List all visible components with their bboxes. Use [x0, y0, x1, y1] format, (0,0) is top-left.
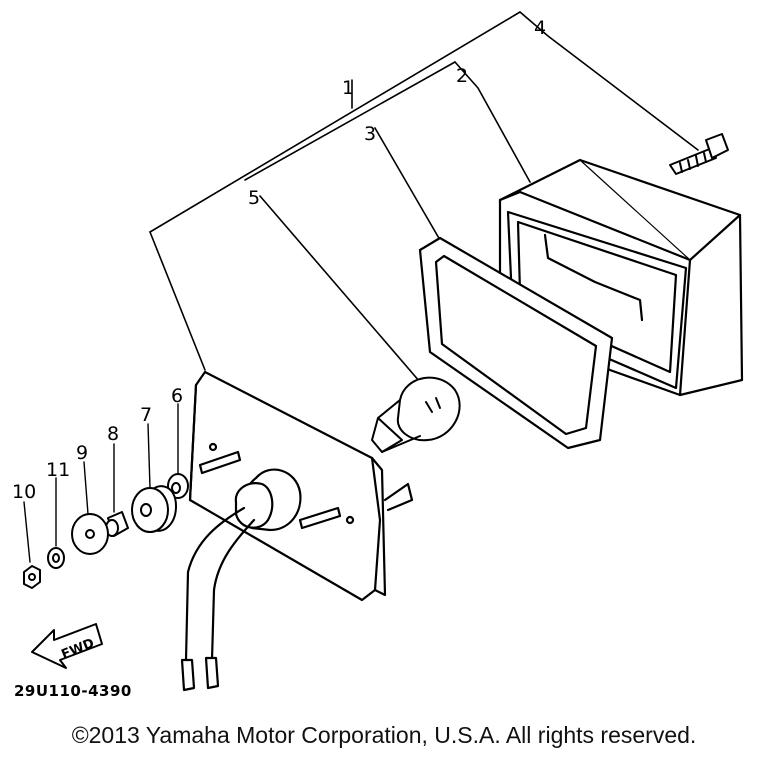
base-plate	[180, 370, 414, 692]
copyright-notice: ©2013 Yamaha Motor Corporation, U.S.A. A…	[71, 722, 697, 748]
diagram-part-code: 29U110-4390	[14, 682, 132, 700]
callout-2: 2	[456, 65, 468, 87]
callout-leaders	[23, 403, 179, 563]
washer-9	[71, 513, 109, 555]
forward-arrow-icon: FWD	[31, 623, 103, 669]
screw-bolt	[669, 133, 729, 175]
nut-10	[23, 565, 41, 589]
callout-6: 6	[171, 385, 183, 407]
gasket	[418, 236, 614, 450]
callout-3: 3	[364, 123, 376, 145]
callout-5: 5	[248, 187, 260, 209]
bulb	[371, 376, 461, 453]
callout-7: 7	[140, 404, 152, 426]
grommet-7	[131, 485, 177, 533]
callout-9: 9	[76, 442, 88, 464]
callout-11: 11	[46, 459, 70, 481]
callout-4: 4	[534, 17, 546, 39]
callout-8: 8	[107, 423, 119, 445]
spacer-8	[105, 511, 129, 537]
callout-10: 10	[12, 481, 36, 503]
lock-washer-11	[47, 547, 65, 569]
assembly-bracket-lines	[149, 11, 699, 383]
callout-1: 1	[342, 77, 354, 99]
